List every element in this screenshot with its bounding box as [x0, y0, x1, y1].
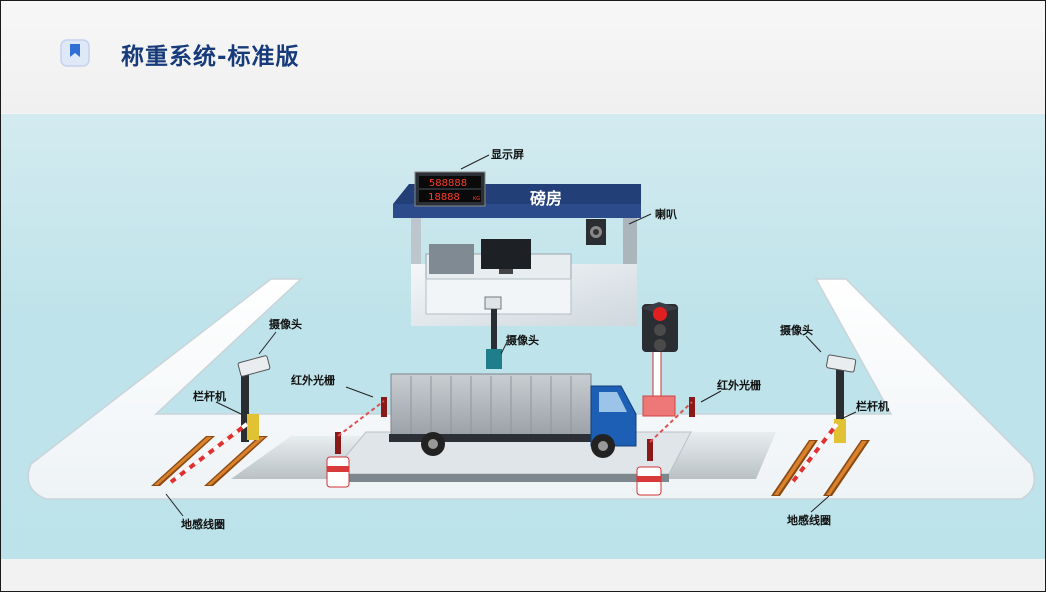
booth-name: 磅房: [530, 189, 562, 208]
header: 称重系统-标准版: [1, 1, 1045, 113]
ground-loop-left: [151, 436, 268, 486]
infrared-grating-left: [326, 397, 387, 488]
label-loop-left: 地感线圈: [181, 517, 225, 531]
display-screen: 588888 18888 KG: [414, 171, 486, 207]
label-speaker: 喇叭: [655, 207, 677, 221]
bookmark-icon: [60, 39, 90, 67]
camera-right: [825, 354, 857, 373]
page-title: 称重系统-标准版: [121, 44, 300, 70]
traffic-light: [641, 302, 679, 417]
road-platform: [27, 278, 1036, 500]
display-unit: KG: [473, 196, 480, 202]
speaker-icon: [586, 219, 606, 245]
camera-center: [484, 296, 502, 369]
weigh-booth: 磅房: [393, 171, 641, 369]
label-infrared-right: 红外光栅: [717, 378, 761, 392]
footer-band: [1, 559, 1045, 591]
display-value-top: 588888: [429, 178, 467, 189]
truck: [389, 373, 637, 458]
barrier-gate-right: [789, 369, 846, 486]
label-camera-center: 摄像头: [506, 333, 539, 347]
camera-left: [237, 355, 271, 377]
label-camera-left: 摄像头: [269, 317, 302, 331]
label-barrier-right: 栏杆机: [856, 399, 889, 413]
label-loop-right: 地感线圈: [787, 513, 831, 527]
weighing-system-diagram: 磅房: [1, 114, 1045, 559]
label-camera-right: 摄像头: [780, 323, 813, 337]
label-infrared-left: 红外光栅: [291, 373, 335, 387]
barrier-gate-left: [169, 374, 259, 484]
infrared-grating-right: [636, 397, 695, 496]
label-display-screen: 显示屏: [491, 148, 524, 161]
display-value-bottom: 18888: [428, 192, 460, 203]
diagram-canvas: 磅房: [27, 148, 1036, 531]
label-barrier-left: 栏杆机: [193, 389, 226, 403]
ground-loop-right: [771, 440, 870, 496]
